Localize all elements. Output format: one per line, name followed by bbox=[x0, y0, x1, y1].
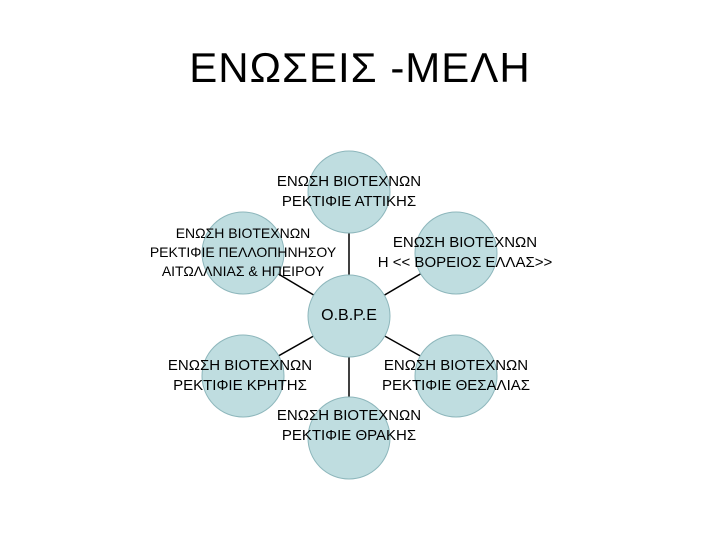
node-hub bbox=[307, 274, 391, 358]
member-label-thraki: ΕΝΩΣΗ ΒΙΟΤΕΧΝΩΝ ΡΕΚΤΙΦΙΕ ΘΡΑΚΗΣ bbox=[276, 407, 422, 444]
hub-label: Ο.Β.Ρ.Ε bbox=[321, 307, 377, 324]
member-label-thessalia: ΕΝΩΣΗ ΒΙΟΤΕΧΝΩΝ ΡΕΚΤΙΦΙΕ ΘΕΣΑΛΙΑΣ bbox=[381, 357, 531, 394]
node-thraki bbox=[307, 396, 391, 480]
member-label-pellinisou: ΕΝΩΣΗ ΒΙΟΤΕΧΝΩΝ ΡΕΚΤΙΦΙΕ ΠΕΛΛΟΠΗΝΗΣΟΥ ΑΙ… bbox=[149, 225, 337, 279]
node-thessalia bbox=[414, 334, 498, 418]
member-label-kriti: ΕΝΩΣΗ ΒΙΟΤΕΧΝΩΝ ΡΕΚΤΙΦΙΕ ΚΡΗΤΗΣ bbox=[167, 357, 313, 394]
member-label-attiki: ΕΝΩΣΗ ΒΙΟΤΕΧΝΩΝ ΡΕΚΤΙΦΙΕ ΑΤΤΙΚΗΣ bbox=[276, 173, 422, 210]
node-kriti bbox=[201, 334, 285, 418]
node-voreios bbox=[414, 211, 498, 295]
node-pellinisou bbox=[201, 211, 285, 295]
member-label-voreios: ΕΝΩΣΗ ΒΙΟΤΕΧΝΩΝ Η << ΒΟΡΕΙΟΣ ΕΛΛΑΣ>> bbox=[377, 234, 553, 271]
node-attiki bbox=[307, 150, 391, 234]
page-title: ΕΝΩΣΕΙΣ -ΜΕΛΗ bbox=[189, 44, 531, 91]
